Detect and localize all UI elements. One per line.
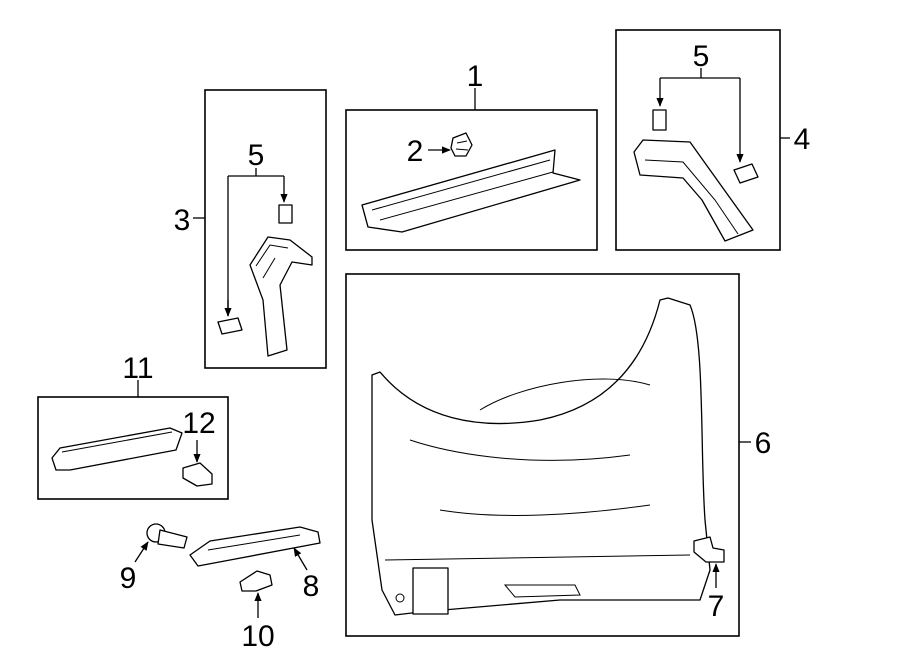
leader-5-left [227, 168, 284, 316]
retainer-5-left-upper [278, 204, 293, 224]
callout-10: 10 [241, 620, 274, 653]
callout-12: 12 [182, 407, 215, 440]
clip-part-7 [693, 536, 725, 563]
callout-11: 11 [122, 352, 153, 385]
callout-5-left: 5 [248, 139, 265, 172]
callout-1: 1 [467, 60, 484, 93]
clip-part-2 [450, 132, 473, 157]
group-box-6 [345, 273, 740, 637]
screw-part-9 [146, 523, 188, 549]
clip-part-12 [182, 462, 213, 487]
pull-handle-part [51, 427, 183, 471]
leader-5-right [660, 68, 740, 106]
group-box-3 [204, 89, 327, 369]
callout-6: 6 [755, 427, 772, 460]
retainer-5-right-lower [733, 163, 759, 184]
retainer-5-left-lower [217, 317, 243, 335]
sill-plate-part [361, 149, 581, 233]
callout-2: 2 [407, 135, 424, 168]
liftgate-trim-panel-part [371, 297, 711, 616]
group-box-4 [615, 29, 781, 251]
bracket-part-8 [189, 526, 321, 567]
callout-3: 3 [174, 204, 191, 237]
pillar-trim-left-part [249, 236, 313, 357]
retainer-5-right-upper [652, 109, 667, 131]
callout-5-right: 5 [693, 40, 710, 73]
leader-8 [293, 547, 308, 571]
clip-part-10 [239, 570, 273, 592]
callout-7: 7 [708, 590, 725, 623]
group-box-11 [37, 396, 229, 500]
callout-9: 9 [120, 562, 137, 595]
leader-9 [134, 541, 149, 563]
group-box-1 [345, 109, 598, 251]
callout-8: 8 [303, 570, 320, 603]
callout-4: 4 [794, 123, 811, 156]
pillar-trim-right-part [633, 139, 754, 242]
